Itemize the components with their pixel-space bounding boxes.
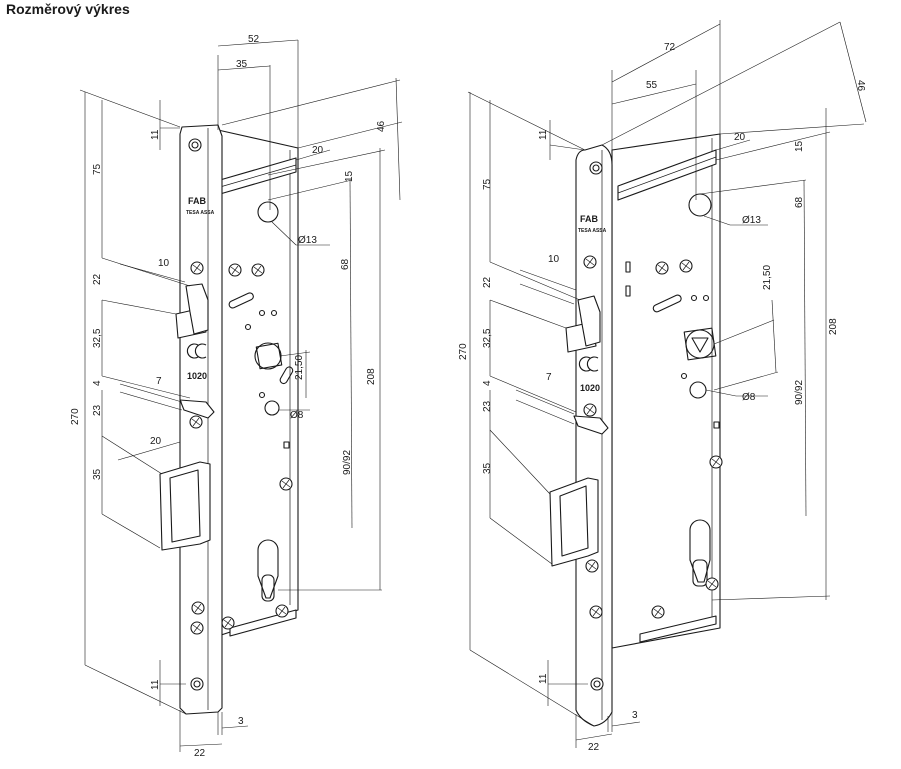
left-lock-view: FAB TESA ASSA 1020 52 3 xyxy=(70,34,403,759)
dim-diameter-8: Ø8 xyxy=(290,410,304,421)
dim-35-bolt: 35 xyxy=(482,462,493,474)
dim-52: 52 xyxy=(248,34,260,45)
dim-208: 208 xyxy=(828,318,839,335)
dim-208: 208 xyxy=(366,368,377,385)
dim-90-92: 90/92 xyxy=(342,450,353,475)
latch-bolt xyxy=(175,283,209,339)
dim-270: 270 xyxy=(70,408,81,425)
lock-case xyxy=(217,129,299,637)
dim-7: 7 xyxy=(156,376,162,387)
faceplate: FAB TESA ASSA 1020 xyxy=(179,124,223,715)
deadbolt xyxy=(159,461,211,551)
dim-22: 22 xyxy=(482,276,493,288)
dim-10: 10 xyxy=(158,258,170,269)
drawing-title: Rozměrový výkres xyxy=(6,1,130,17)
dimensions: 52 35 46 20 15 Ø13 68 21,50 xyxy=(70,34,403,759)
stamp-number: 1020 xyxy=(187,371,207,381)
lock-case xyxy=(611,133,723,649)
latch-bolt xyxy=(565,295,601,353)
dim-20-top: 20 xyxy=(734,132,746,143)
dim-diameter-13: Ø13 xyxy=(742,215,761,226)
dim-4: 4 xyxy=(482,380,493,386)
dim-22: 22 xyxy=(92,273,103,285)
dim-diameter-13: Ø13 xyxy=(298,235,317,246)
auxiliary-latch xyxy=(573,415,609,435)
dim-75: 75 xyxy=(482,178,493,190)
auxiliary-latch xyxy=(179,399,215,419)
dim-270: 270 xyxy=(458,343,469,360)
dim-46: 46 xyxy=(376,120,387,132)
dim-68: 68 xyxy=(794,196,805,208)
dim-23: 23 xyxy=(482,400,493,412)
dim-35: 35 xyxy=(236,59,248,70)
dim-3: 3 xyxy=(632,710,638,721)
dim-23: 23 xyxy=(92,404,103,416)
dim-35-bolt: 35 xyxy=(92,468,103,480)
dim-68: 68 xyxy=(340,258,351,270)
dimensions: 72 55 46 20 15 Ø13 68 21, xyxy=(458,20,867,753)
dim-15: 15 xyxy=(794,140,805,152)
dim-90-92: 90/92 xyxy=(794,380,805,405)
dim-72: 72 xyxy=(664,42,676,53)
dim-20-top: 20 xyxy=(312,145,324,156)
dim-32-5: 32,5 xyxy=(92,328,103,348)
dim-11-top: 11 xyxy=(538,129,549,140)
dim-22-bottom: 22 xyxy=(194,748,206,759)
dim-11-bottom: 11 xyxy=(150,679,161,690)
dim-7: 7 xyxy=(546,372,552,383)
dim-15: 15 xyxy=(344,170,355,182)
dim-32-5: 32,5 xyxy=(482,328,493,348)
dim-diameter-8: Ø8 xyxy=(742,392,756,403)
deadbolt xyxy=(549,477,599,567)
brand-subtitle: TESA ASSA xyxy=(578,228,607,234)
dim-4: 4 xyxy=(92,380,103,386)
brand-logo: FAB xyxy=(580,214,599,224)
dim-20-bolt: 20 xyxy=(150,436,162,447)
dim-3: 3 xyxy=(238,716,244,727)
dim-22-bottom: 22 xyxy=(588,742,600,753)
dim-10: 10 xyxy=(548,254,560,265)
dim-11-top: 11 xyxy=(150,129,161,140)
faceplate: FAB TESA ASSA 1020 xyxy=(575,144,613,727)
dim-11-bottom: 11 xyxy=(538,673,549,684)
brand-logo: FAB xyxy=(188,196,207,206)
right-lock-view: FAB TESA ASSA 1020 72 55 xyxy=(458,20,867,753)
dim-46: 46 xyxy=(855,80,866,92)
brand-subtitle: TESA ASSA xyxy=(186,210,215,216)
dim-75: 75 xyxy=(92,163,103,175)
dim-55: 55 xyxy=(646,80,658,91)
dim-21-50: 21,50 xyxy=(762,265,773,290)
dim-21-50: 21,50 xyxy=(294,355,305,380)
stamp-number: 1020 xyxy=(580,383,600,393)
